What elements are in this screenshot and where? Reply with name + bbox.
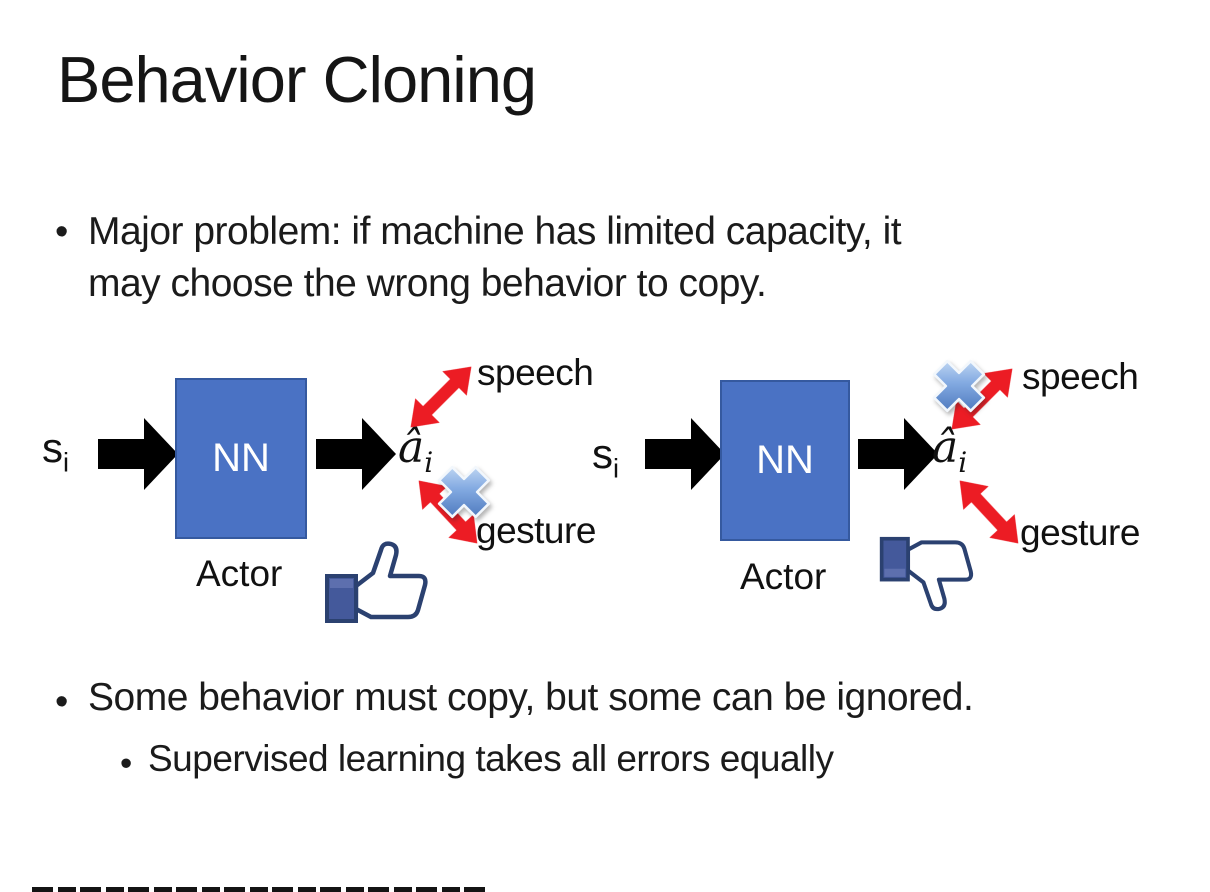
bullet-marker: • (55, 681, 69, 723)
right-actor-label: Actor (740, 556, 827, 597)
left-actor-label: Actor (196, 553, 283, 594)
left-speech-double-arrow-icon (410, 366, 472, 428)
right-output-main: â (932, 422, 959, 473)
left-input-main: s (42, 424, 63, 471)
slide-title: Behavior Cloning (57, 43, 537, 116)
right-input-sub: i (613, 453, 619, 484)
left-input-flow-arrow-icon (98, 418, 178, 490)
thumbs-down-icon (879, 536, 974, 612)
left-nn-label: NN (212, 436, 270, 480)
right-input-flow-arrow-icon (645, 418, 725, 490)
right-output-flow-arrow-icon (858, 418, 938, 490)
left-output-main: â (398, 422, 425, 473)
bullet-major-problem-line1: Major problem: if machine has limited ca… (88, 210, 902, 253)
right-input-state-label: si (592, 430, 619, 484)
left-input-sub: i (63, 447, 69, 478)
right-input-main: s (592, 430, 613, 477)
bullet-marker: • (55, 211, 69, 253)
left-gesture-label: gesture (476, 510, 596, 551)
left-output-sub: i (424, 445, 434, 479)
right-gesture-double-arrow-icon (959, 480, 1019, 544)
right-output-sub: i (958, 445, 968, 479)
left-speech-label: speech (477, 352, 594, 393)
bullet-major-problem-line2: may choose the wrong behavior to copy. (88, 262, 767, 305)
right-output-action-label: âi (932, 422, 967, 479)
right-speech-label: speech (1022, 356, 1139, 397)
right-nn-label: NN (756, 438, 814, 482)
right-nn-box: NN (720, 380, 850, 541)
right-gesture-label: gesture (1020, 512, 1140, 553)
thumbs-up-icon (325, 541, 428, 623)
bullet-some-behavior: Some behavior must copy, but some can be… (88, 676, 974, 719)
left-cross-out-icon (437, 465, 491, 519)
right-cross-out-icon (932, 359, 986, 413)
sub-bullet-marker: • (120, 744, 133, 783)
left-input-state-label: si (42, 424, 69, 478)
left-nn-box: NN (175, 378, 307, 539)
left-output-flow-arrow-icon (316, 418, 396, 490)
bullet-major-problem: Major problem: if machine has limited ca… (88, 206, 902, 310)
bullet-supervised-learning: Supervised learning takes all errors equ… (148, 738, 834, 779)
clipped-bottom-text-strip (32, 887, 488, 892)
left-output-action-label: âi (398, 422, 433, 479)
